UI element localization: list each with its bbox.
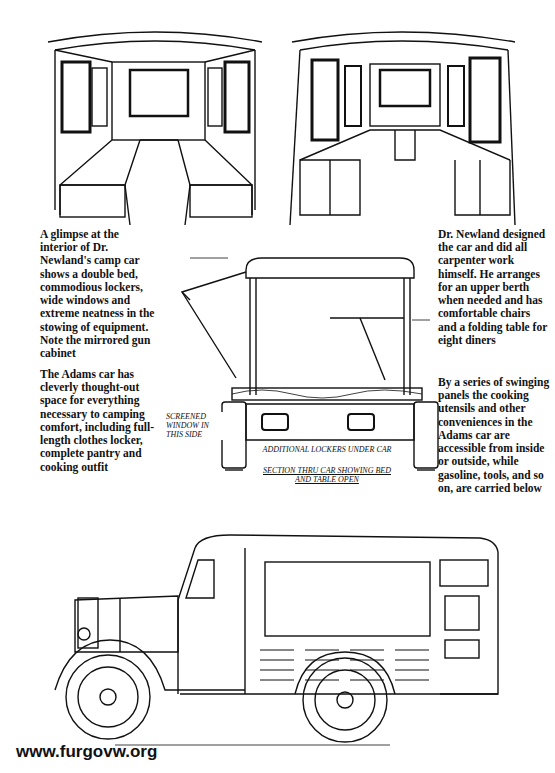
watermark: www.furgovw.org	[16, 742, 216, 762]
louver-line	[260, 650, 294, 651]
louver-line	[395, 660, 429, 661]
louver-line	[395, 650, 429, 651]
louver-line	[260, 670, 294, 671]
louver-line	[395, 680, 429, 681]
caption-text: By a series of swinging panels the cooki…	[438, 376, 550, 495]
caption-text: A glimpse at the interior of Dr. Newland…	[40, 228, 158, 360]
interior-right	[290, 32, 515, 225]
louver-line	[350, 670, 384, 671]
louver-line	[260, 660, 294, 661]
caption-text: The Adams car has cleverly thought-out s…	[40, 368, 158, 474]
caption-text: Dr. Newland designed the car and did all…	[438, 228, 550, 347]
louver-line	[350, 660, 384, 661]
louver-line	[305, 670, 339, 671]
louver-line	[305, 680, 339, 681]
louver-line	[305, 660, 339, 661]
louver-line	[305, 650, 339, 651]
interior-left	[48, 32, 262, 225]
louver-line	[260, 680, 294, 681]
part-label: SCREENED WINDOW IN THIS SIDE	[166, 412, 226, 440]
louver-line	[395, 670, 429, 671]
part-label: ADDITIONAL LOCKERS UNDER CAR	[262, 445, 392, 454]
louver-line	[350, 650, 384, 651]
part-label: SECTION THRU CAR SHOWING BED AND TABLE O…	[262, 466, 392, 484]
side-elevation	[55, 535, 498, 745]
louver-line	[350, 680, 384, 681]
